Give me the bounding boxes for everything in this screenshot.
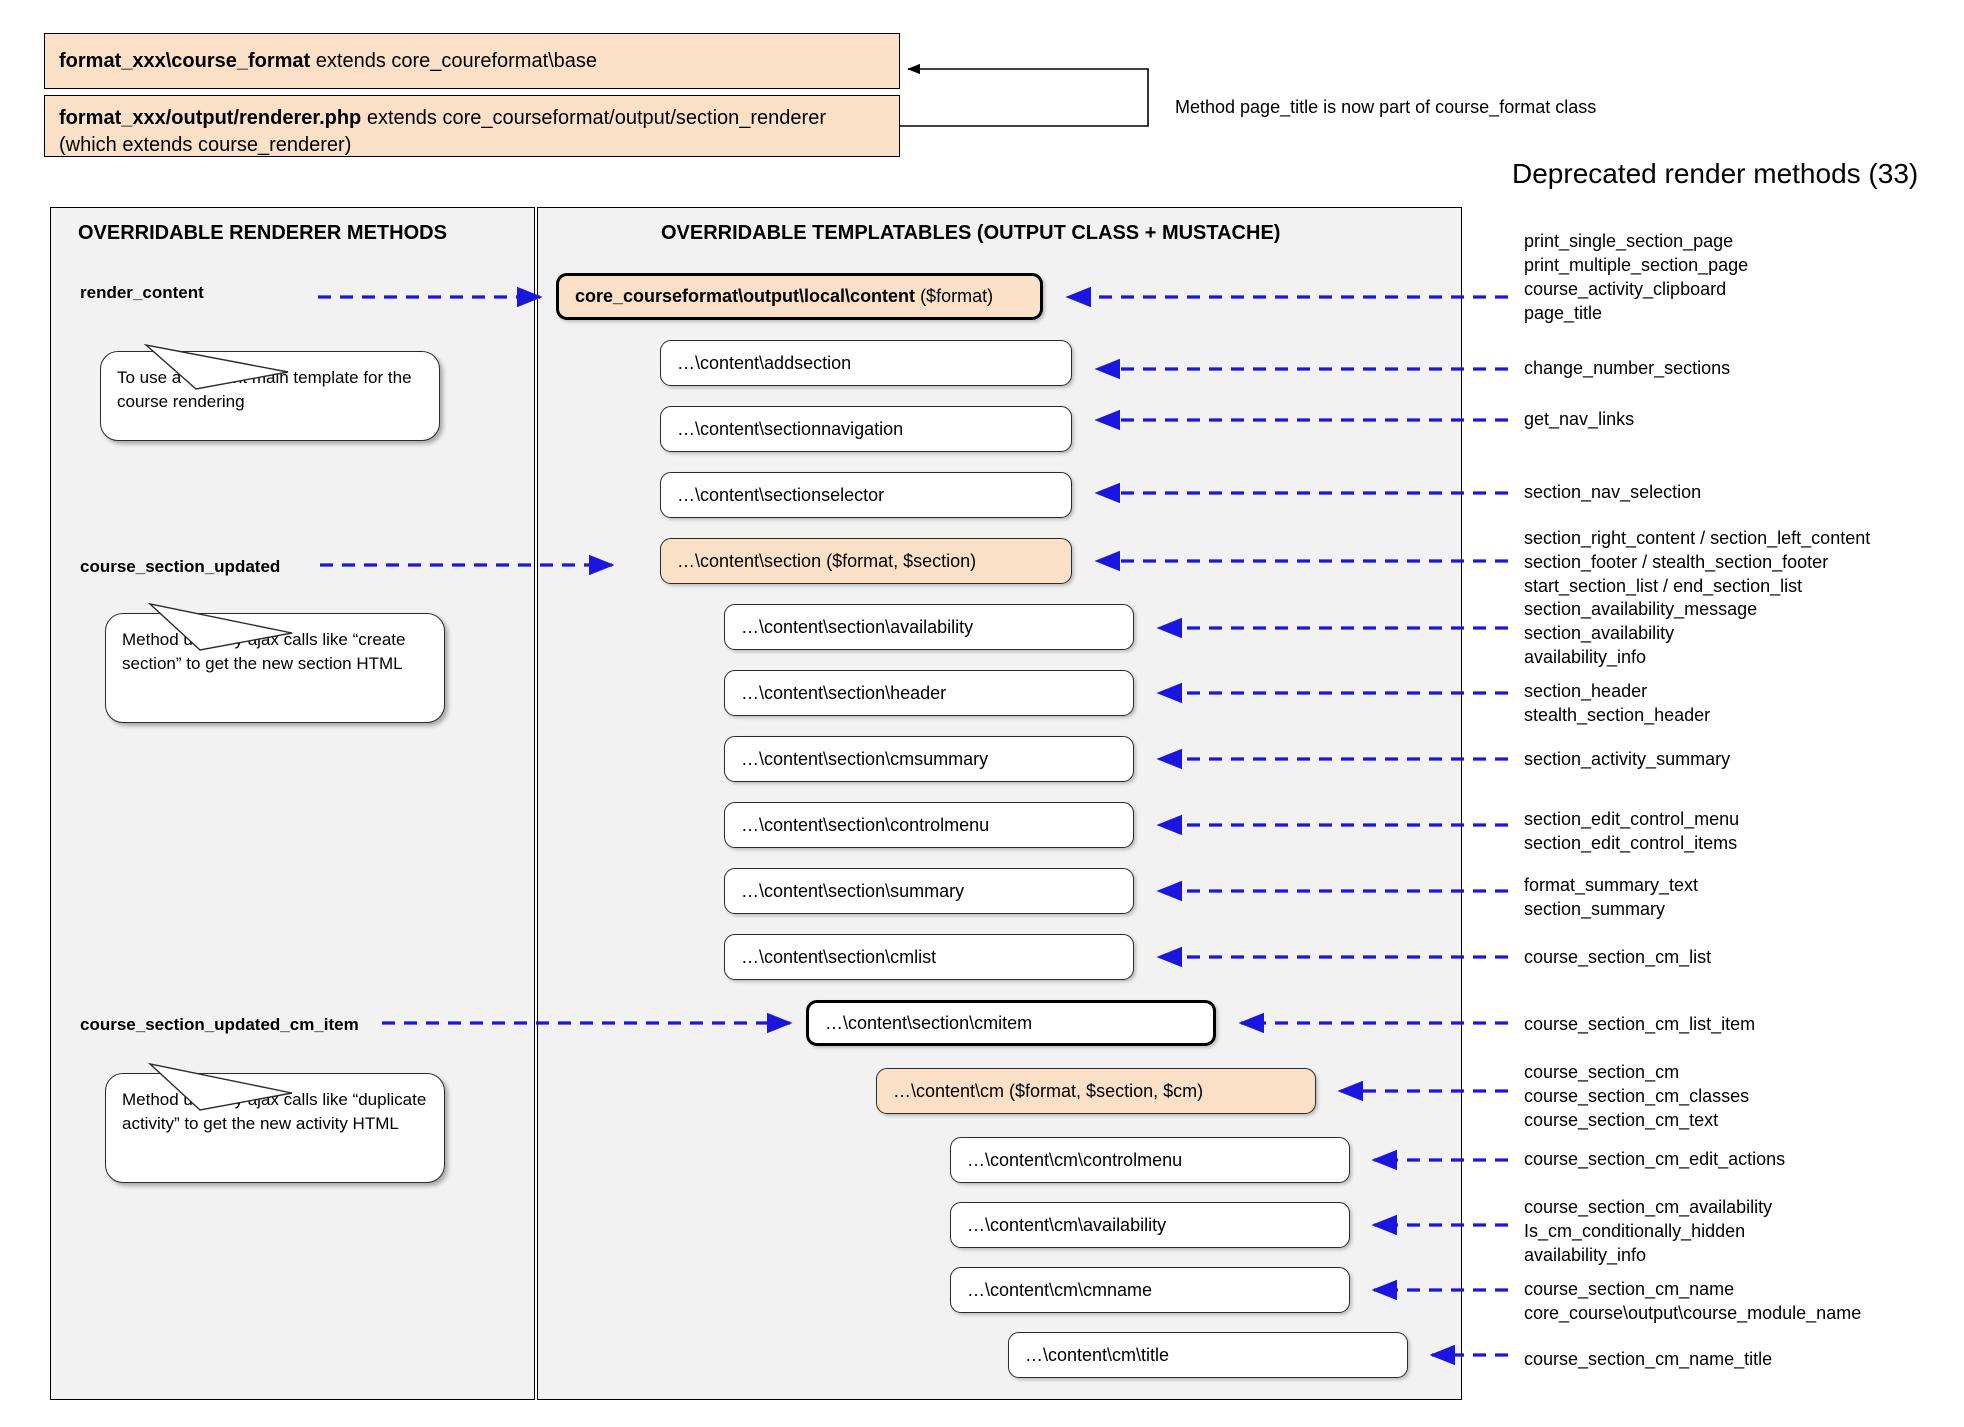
- dep-line: course_section_cm_classes: [1524, 1085, 1750, 1106]
- left-panel-title: OVERRIDABLE RENDERER METHODS: [78, 222, 447, 244]
- renderer-extends-rest: extends core_courseformat/output/section…: [59, 107, 826, 156]
- center-panel-title: OVERRIDABLE TEMPLATABLES (OUTPUT CLASS +…: [661, 222, 1281, 244]
- tbox-sectionnavigation[interactable]: …\content\sectionnavigation: [660, 406, 1072, 452]
- dep-group-5: section_availability_message section_ava…: [1524, 598, 1757, 670]
- dep-group-13: course_section_cm_edit_actions: [1524, 1148, 1785, 1172]
- callout-render-content: To use a different main template for the…: [100, 351, 440, 441]
- dep-line: core_course\output\course_module_name: [1524, 1302, 1862, 1323]
- dep-group-11: course_section_cm_list_item: [1524, 1013, 1755, 1037]
- dep-line: section_availability_message: [1524, 599, 1758, 619]
- dep-line: section_header: [1524, 681, 1648, 701]
- class-extends-rest: extends core_coureformat\base: [310, 49, 598, 72]
- dep-line: course_activity_clipboard: [1524, 278, 1727, 299]
- dep-line: start_section_list / end_section_list: [1524, 575, 1803, 596]
- tbox-sectionselector[interactable]: …\content\sectionselector: [660, 472, 1072, 518]
- tbox-section-summary[interactable]: …\content\section\summary: [724, 868, 1134, 914]
- method-course-section-updated-cm-item[interactable]: course_section_updated_cm_item: [80, 1015, 359, 1034]
- method-course-section-updated[interactable]: course_section_updated: [80, 557, 281, 576]
- dep-line: section_edit_control_menu: [1524, 809, 1740, 829]
- class-extends-bold: format_xxx\course_format: [59, 49, 311, 72]
- tbox-cm[interactable]: …\content\cm ($format, $section, $cm): [876, 1068, 1316, 1114]
- dep-line: course_section_cm_edit_actions: [1524, 1149, 1786, 1169]
- dep-line: format_summary_text: [1524, 875, 1699, 895]
- dep-group-8: section_edit_control_menu section_edit_c…: [1524, 808, 1739, 856]
- tbox-content-rest: ($format): [915, 286, 994, 306]
- class-extends-bar: format_xxx\course_format extends core_co…: [44, 33, 900, 89]
- dep-line: change_number_sections: [1524, 358, 1731, 378]
- tbox-cm-title[interactable]: …\content\cm\title: [1008, 1332, 1408, 1378]
- callout-course-section-updated: Method used by ajax calls like “create s…: [105, 613, 445, 723]
- tbox-cm-availability[interactable]: …\content\cm\availability: [950, 1202, 1350, 1248]
- dep-line: print_single_section_page: [1524, 231, 1734, 251]
- dep-line: stealth_section_header: [1524, 704, 1711, 725]
- dep-line: availability_info: [1524, 1244, 1647, 1265]
- tbox-content-bold: core_courseformat\output\local\content: [575, 286, 916, 306]
- dep-group-14: course_section_cm_availability Is_cm_con…: [1524, 1196, 1772, 1268]
- tbox-section-cmlist[interactable]: …\content\section\cmlist: [724, 934, 1134, 980]
- dep-line: course_section_cm_text: [1524, 1109, 1719, 1130]
- dep-line: course_section_cm_list_item: [1524, 1014, 1756, 1034]
- dep-line: course_section_cm_name_title: [1524, 1349, 1773, 1369]
- dep-line: section_activity_summary: [1524, 749, 1731, 769]
- dep-group-9: format_summary_text section_summary: [1524, 874, 1698, 922]
- tbox-addsection[interactable]: …\content\addsection: [660, 340, 1072, 386]
- tbox-cm-controlmenu[interactable]: …\content\cm\controlmenu: [950, 1137, 1350, 1183]
- deprecated-methods-title: Deprecated render methods (33): [1512, 158, 1919, 189]
- dep-line: course_section_cm_name: [1524, 1279, 1735, 1299]
- dep-line: availability_info: [1524, 646, 1647, 667]
- dep-line: Is_cm_conditionally_hidden: [1524, 1220, 1746, 1241]
- renderer-extends-bold: format_xxx/output/renderer.php: [59, 107, 362, 129]
- dep-line: course_section_cm_availability: [1524, 1197, 1773, 1217]
- dep-group-4: section_right_content / section_left_con…: [1524, 527, 1870, 599]
- dep-line: page_title: [1524, 302, 1603, 323]
- tbox-section-cmsummary[interactable]: …\content\section\cmsummary: [724, 736, 1134, 782]
- tbox-content[interactable]: core_courseformat\output\local\content (…: [556, 273, 1043, 320]
- dep-line: section_availability: [1524, 622, 1675, 643]
- callout-course-section-updated-cm-item: Method used by ajax calls like “duplicat…: [105, 1073, 445, 1183]
- dep-group-7: section_activity_summary: [1524, 748, 1730, 772]
- renderer-extends-bar: format_xxx/output/renderer.php extends c…: [44, 95, 900, 157]
- dep-group-1: change_number_sections: [1524, 357, 1730, 381]
- dep-line: get_nav_links: [1524, 409, 1635, 429]
- dep-line: section_nav_selection: [1524, 482, 1702, 502]
- dep-group-6: section_header stealth_section_header: [1524, 680, 1710, 728]
- dep-line: section_summary: [1524, 898, 1666, 919]
- header-elbow-connector: [900, 63, 1149, 127]
- dep-line: course_section_cm_list: [1524, 947, 1712, 967]
- dep-line: section_right_content / section_left_con…: [1524, 528, 1871, 548]
- tbox-cm-cmname[interactable]: …\content\cm\cmname: [950, 1267, 1350, 1313]
- tbox-section[interactable]: …\content\section ($format, $section): [660, 538, 1072, 584]
- dep-group-10: course_section_cm_list: [1524, 946, 1711, 970]
- tbox-section-availability[interactable]: …\content\section\availability: [724, 604, 1134, 650]
- dep-line: section_edit_control_items: [1524, 832, 1738, 853]
- dep-line: course_section_cm: [1524, 1062, 1680, 1082]
- dep-group-15: course_section_cm_name core_course\outpu…: [1524, 1278, 1861, 1326]
- dep-group-16: course_section_cm_name_title: [1524, 1348, 1772, 1372]
- dep-line: section_footer / stealth_section_footer: [1524, 551, 1829, 572]
- tbox-section-cmitem[interactable]: …\content\section\cmitem: [806, 1000, 1216, 1046]
- dep-line: print_multiple_section_page: [1524, 254, 1749, 275]
- dep-group-12: course_section_cm course_section_cm_clas…: [1524, 1061, 1749, 1133]
- dep-group-2: get_nav_links: [1524, 408, 1634, 432]
- method-render-content[interactable]: render_content: [80, 283, 204, 302]
- page-title-note: Method page_title is now part of course_…: [1175, 97, 1597, 117]
- dep-group-3: section_nav_selection: [1524, 481, 1701, 505]
- tbox-section-controlmenu[interactable]: …\content\section\controlmenu: [724, 802, 1134, 848]
- tbox-section-header[interactable]: …\content\section\header: [724, 670, 1134, 716]
- dep-group-0: print_single_section_page print_multiple…: [1524, 230, 1748, 326]
